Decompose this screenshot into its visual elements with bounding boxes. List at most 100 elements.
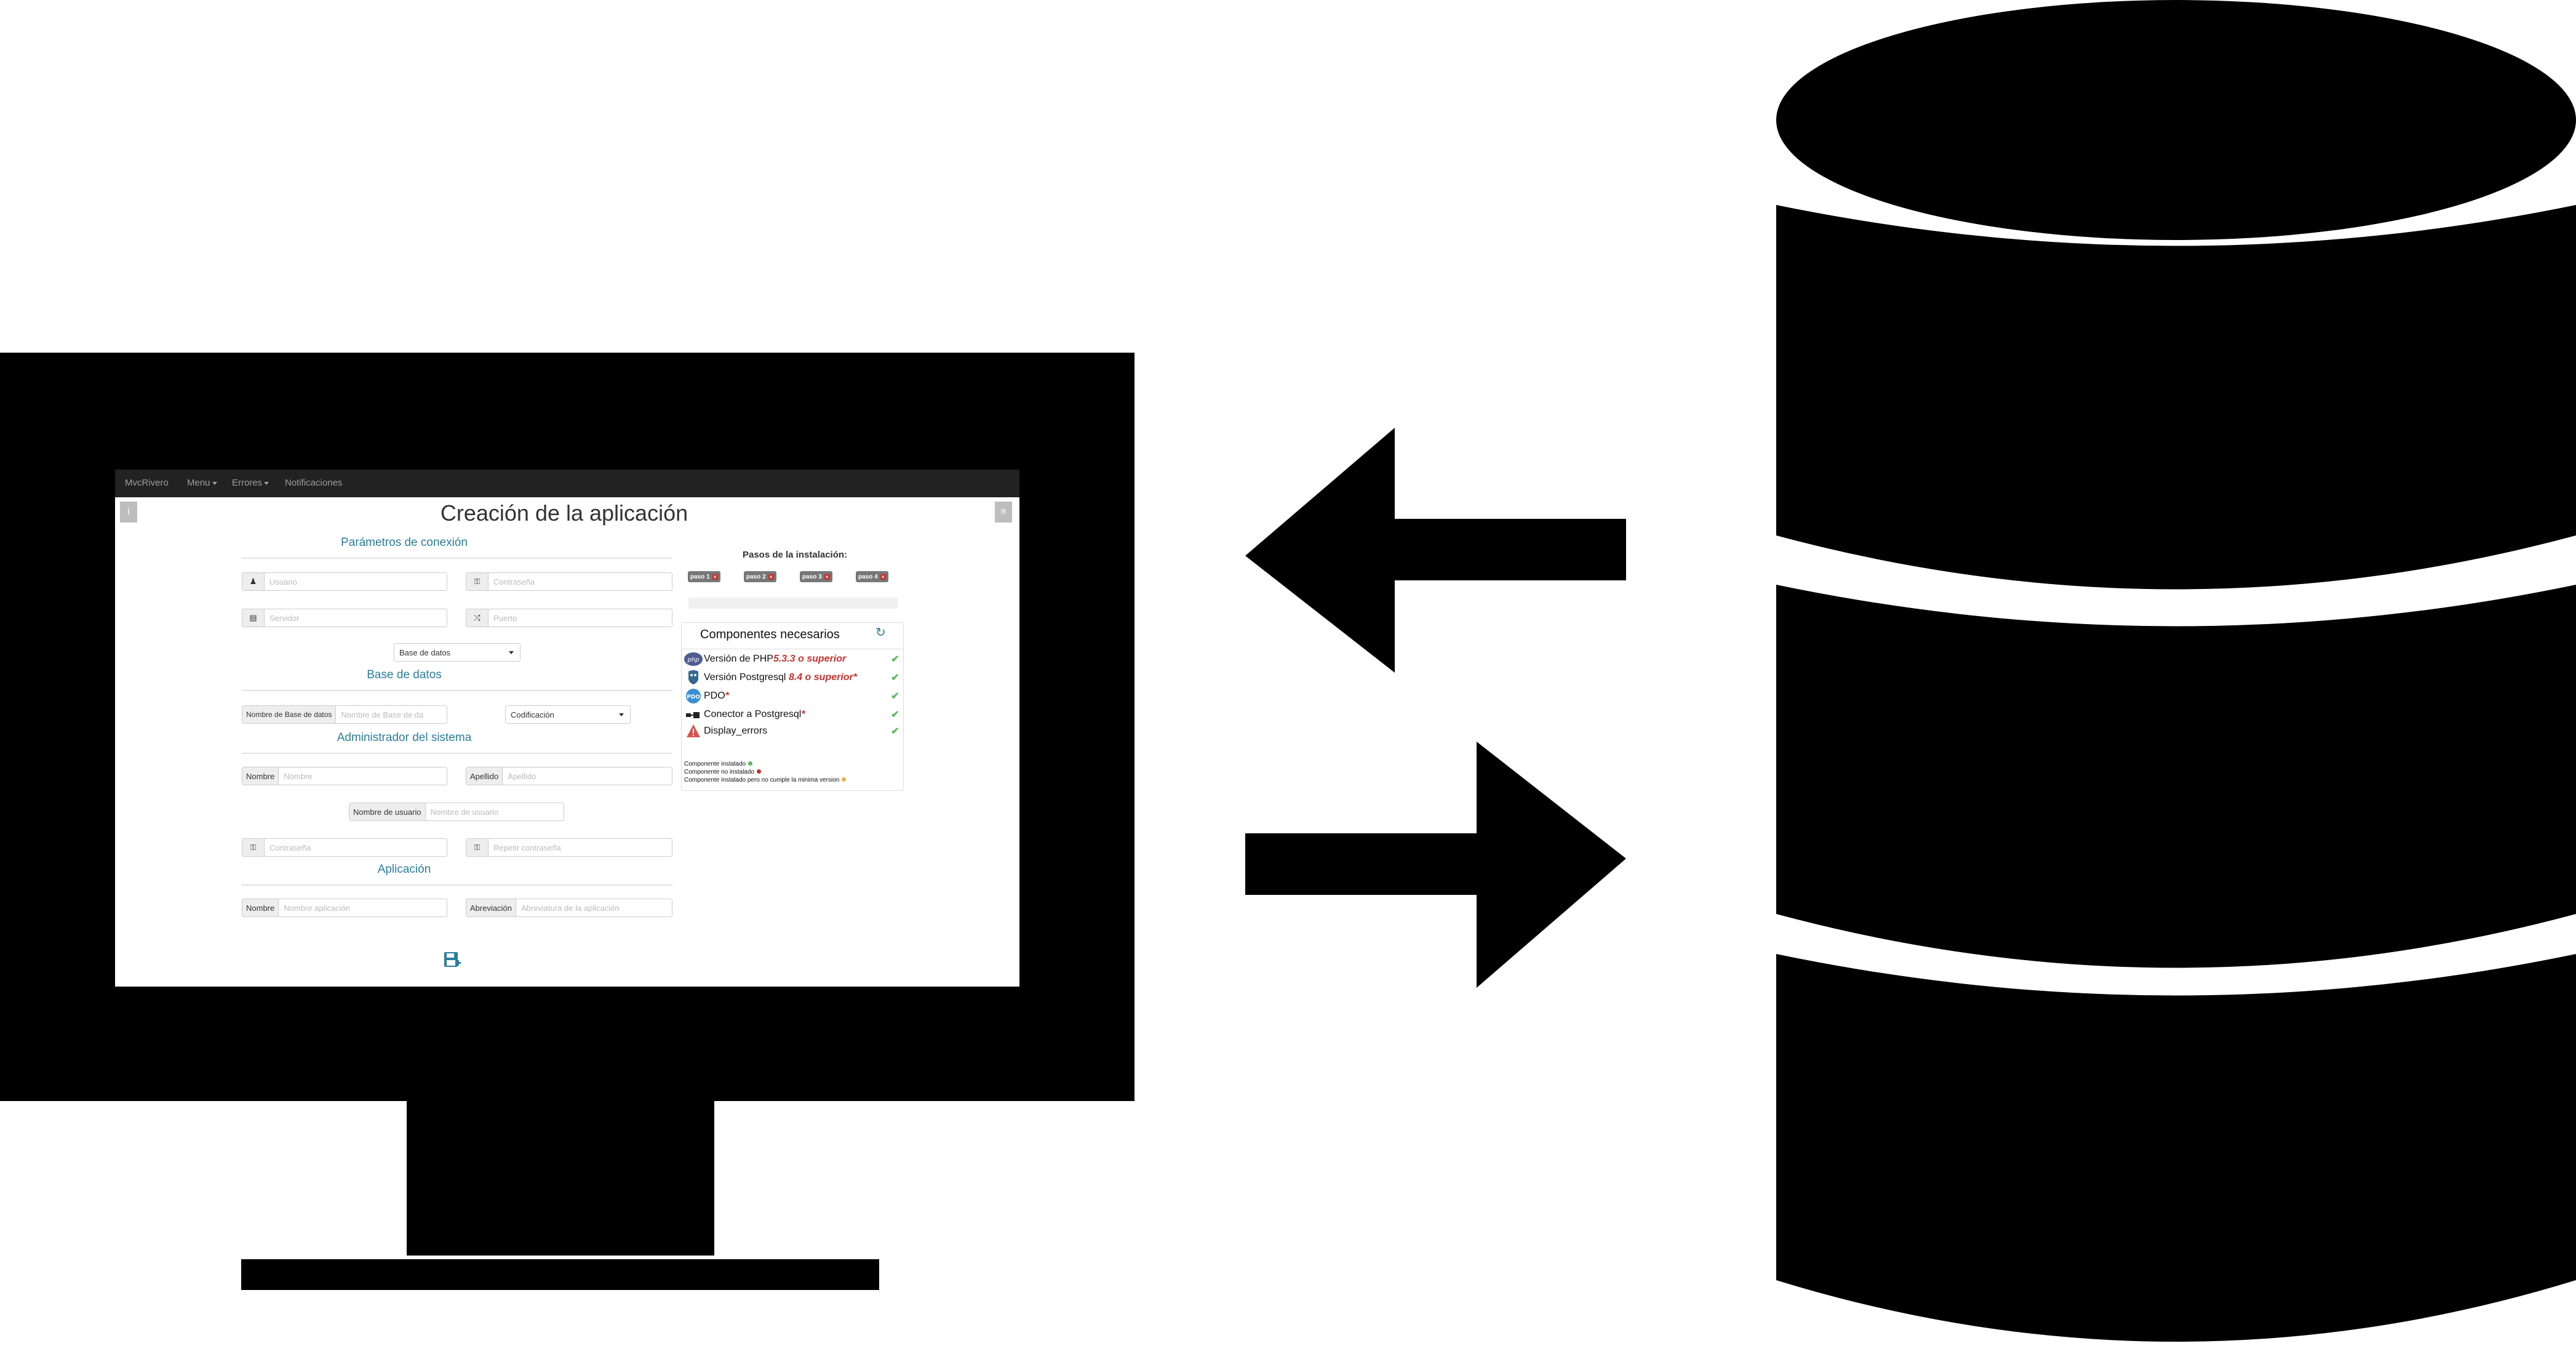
user-icon: ♟ xyxy=(242,573,265,590)
puerto-input[interactable]: ⤮ Puerto xyxy=(466,609,672,627)
usuario-input[interactable]: ♟ Usuario xyxy=(242,572,447,591)
admin-nombre-input[interactable]: Nombre Nombre xyxy=(242,767,447,785)
refresh-icon[interactable]: ↻ xyxy=(875,626,886,639)
nav-menu[interactable]: Menu xyxy=(187,478,217,488)
info-icon[interactable]: i xyxy=(120,502,137,523)
legend-label: Componente no instalado xyxy=(684,769,754,775)
contrasena-conexion-input[interactable]: ⚿ Contraseña xyxy=(466,572,672,591)
servidor-input[interactable]: ▤ Servidor xyxy=(242,609,447,627)
codificacion-select-value: Codificación xyxy=(511,710,554,719)
divider xyxy=(242,753,672,754)
puerto-field[interactable]: Puerto xyxy=(493,613,517,623)
component-requirement: 5.3.3 o superior xyxy=(773,654,847,664)
navbar: MvcRivero Menu Errores Notificaciones xyxy=(115,470,1019,497)
legend-label: Componente instalado pero no cumple la m… xyxy=(684,777,840,783)
nav-menu-label: Menu xyxy=(187,478,210,488)
arrow-right-icon xyxy=(1245,742,1626,988)
section-title-conexion: Parámetros de conexión xyxy=(341,536,468,549)
usuario-field[interactable]: Usuario xyxy=(269,577,297,587)
legend-installed: Componente instalado xyxy=(684,761,753,767)
component-label: PDO xyxy=(704,691,725,701)
nombre-base-datos-input[interactable]: Nombre de Base de datos Nombre de Base d… xyxy=(242,705,447,724)
nav-notificaciones[interactable]: Notificaciones xyxy=(285,478,343,488)
caret-down-icon xyxy=(509,651,514,654)
caret-down-icon xyxy=(619,713,624,716)
app-nombre-field[interactable]: Nombre aplicación xyxy=(284,903,350,913)
key-icon: ⚿ xyxy=(466,839,488,856)
admin-usuario-field[interactable]: Nombre de usuario xyxy=(430,807,499,817)
base-datos-select-value: Base de datos xyxy=(399,647,451,657)
admin-repetir-field[interactable]: Repetir contraseña xyxy=(493,843,561,852)
steps-title: Pasos de la instalación: xyxy=(742,550,848,560)
section-title-admin: Administrador del sistema xyxy=(337,731,472,744)
check-icon: ✔ xyxy=(891,654,899,665)
codificacion-select[interactable]: Codificación xyxy=(505,705,631,724)
install-progress-bar xyxy=(688,598,898,609)
admin-contrasena-input[interactable]: ⚿ Contraseña xyxy=(242,838,447,857)
nav-errores[interactable]: Errores xyxy=(232,478,269,488)
servidor-field[interactable]: Servidor xyxy=(269,613,300,623)
step-label: paso 3 xyxy=(802,573,822,580)
app-abreviacion-field[interactable]: Abreviatura de la aplicación xyxy=(520,903,620,913)
step-badge: paso 3× xyxy=(800,571,832,582)
admin-usuario-input[interactable]: Nombre de usuario Nombre de usuario xyxy=(349,803,564,821)
admin-apellido-input[interactable]: Apellido Apellido xyxy=(466,767,672,785)
database-icon xyxy=(1776,0,2576,1342)
pdo-icon: PDO xyxy=(683,687,704,705)
component-row: Versión Postgresql 8.4 o superior* ✔ xyxy=(683,669,902,686)
component-requirement: 8.4 o superior* xyxy=(788,672,858,683)
key-icon: ⚿ xyxy=(466,573,488,590)
navbar-brand[interactable]: MvcRivero xyxy=(125,478,169,488)
step-badge: paso 1× xyxy=(688,571,720,582)
admin-contrasena-field[interactable]: Contraseña xyxy=(269,843,311,852)
section-title-aplicacion: Aplicación xyxy=(377,863,431,876)
app-screen: MvcRivero Menu Errores Notificaciones i … xyxy=(115,470,1019,987)
monitor-stand xyxy=(407,1101,714,1256)
close-icon: × xyxy=(824,574,830,580)
contrasena-conexion-field[interactable]: Contraseña xyxy=(493,577,535,587)
admin-nombre-label: Nombre xyxy=(242,767,279,785)
admin-apellido-label: Apellido xyxy=(466,767,503,785)
base-datos-select[interactable]: Base de datos xyxy=(394,643,520,662)
divider xyxy=(242,690,672,691)
step-label: paso 2 xyxy=(746,573,766,580)
status-dot-icon xyxy=(756,769,761,774)
step-label: paso 4 xyxy=(858,573,878,580)
admin-usuario-label: Nombre de usuario xyxy=(349,803,426,820)
divider xyxy=(242,558,672,559)
app-abreviacion-label: Abreviación xyxy=(466,899,516,916)
arrow-left-icon xyxy=(1245,428,1626,673)
nombre-base-datos-field[interactable]: Nombre de Base de da xyxy=(341,710,424,719)
component-requirement: * xyxy=(725,691,729,701)
monitor-base xyxy=(241,1259,879,1290)
display-errors-icon xyxy=(683,723,704,740)
app-nombre-input[interactable]: Nombre Nombre aplicación xyxy=(242,899,447,917)
close-icon: × xyxy=(712,574,718,580)
caret-down-icon xyxy=(264,481,269,485)
admin-repetir-input[interactable]: ⚿ Repetir contraseña xyxy=(466,838,672,857)
admin-apellido-field[interactable]: Apellido xyxy=(508,771,536,781)
caret-down-icon xyxy=(212,481,217,485)
step-badge: paso 4× xyxy=(856,571,888,582)
admin-nombre-field[interactable]: Nombre xyxy=(284,771,313,781)
section-title-base-datos: Base de datos xyxy=(367,668,442,681)
component-row: PDO PDO* ✔ xyxy=(683,687,902,705)
check-icon: ✔ xyxy=(891,710,899,720)
component-label: Versión Postgresql xyxy=(704,672,789,683)
legend-min-version: Componente instalado pero no cumple la m… xyxy=(684,777,847,783)
connector-icon xyxy=(683,706,704,723)
divider xyxy=(242,884,672,886)
save-icon[interactable] xyxy=(443,951,461,969)
component-label: Display_errors xyxy=(704,726,768,736)
component-row: Conector a Postgresql* ✔ xyxy=(683,706,902,723)
close-icon: × xyxy=(880,574,886,580)
svg-text:PDO: PDO xyxy=(687,694,700,700)
component-label: Conector a Postgresql xyxy=(704,709,802,719)
nav-errores-label: Errores xyxy=(232,478,263,488)
app-nombre-label: Nombre xyxy=(242,899,279,916)
component-row: Display_errors ✔ xyxy=(683,723,902,740)
app-abreviacion-input[interactable]: Abreviación Abreviatura de la aplicación xyxy=(466,899,672,917)
menu-icon[interactable]: ≡ xyxy=(995,502,1012,523)
step-badge: paso 2× xyxy=(744,571,776,582)
component-label: Versión de PHP xyxy=(704,654,773,664)
